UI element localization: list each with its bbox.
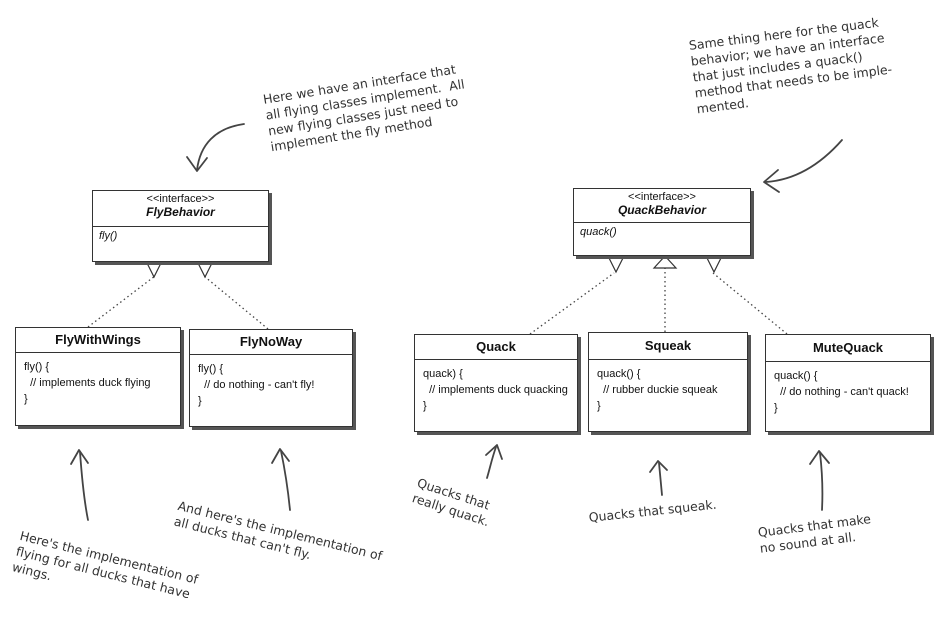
realization-flywithwings	[87, 275, 156, 328]
code-line: // implements duck flying	[24, 377, 151, 389]
arrowhead-icon	[809, 450, 830, 465]
arrowhead-icon	[763, 169, 780, 193]
triangle-arrowhead	[706, 257, 722, 274]
code-line: }	[198, 395, 202, 407]
class-name: Quack	[476, 339, 516, 354]
interface-header: <<interface>> FlyBehavior	[93, 191, 268, 227]
class-header: MuteQuack	[766, 335, 930, 362]
code-line: // rubber duckie squeak	[597, 384, 718, 396]
interface-method: fly()	[99, 230, 118, 242]
code-line: // do nothing - can't fly!	[198, 379, 315, 391]
code-line: quack) {	[423, 368, 463, 380]
curved-arrow-icon	[819, 452, 824, 511]
stereotype-label: <<interface>>	[628, 191, 696, 203]
arrowhead-icon	[271, 448, 290, 464]
class-body: fly() { // do nothing - can't fly! }	[190, 355, 352, 409]
class-flynoway: FlyNoWay fly() { // do nothing - can't f…	[189, 329, 353, 427]
class-header: Quack	[415, 335, 577, 360]
arrowhead-icon	[649, 460, 668, 473]
code-line: }	[24, 393, 28, 405]
class-header: Squeak	[589, 333, 747, 360]
triangle-arrowhead	[197, 262, 213, 279]
class-name: FlyNoWay	[239, 334, 303, 349]
code-line: fly() {	[24, 361, 50, 373]
class-body: fly() { // implements duck flying }	[16, 353, 180, 407]
code-line: quack() {	[597, 368, 641, 380]
class-flywithwings: FlyWithWings fly() { // implements duck …	[15, 327, 181, 426]
class-squeak: Squeak quack() { // rubber duckie squeak…	[588, 332, 748, 432]
code-line: fly() {	[198, 363, 224, 375]
code-line: }	[423, 400, 427, 412]
class-name: Squeak	[644, 338, 692, 353]
class-name: FlyWithWings	[55, 332, 141, 347]
curved-arrow-icon	[658, 462, 663, 496]
arrowhead-icon	[70, 449, 89, 465]
class-body: quack) { // implements duck quacking }	[415, 360, 577, 414]
class-quack: Quack quack) { // implements duck quacki…	[414, 334, 578, 432]
class-body: quack() { // do nothing - can't quack! }	[766, 362, 930, 416]
interface-quackbehavior: <<interface>> QuackBehavior quack()	[573, 188, 751, 256]
realization-flynoway	[203, 275, 269, 330]
interface-header: <<interface>> QuackBehavior	[574, 189, 750, 223]
class-name: MuteQuack	[812, 340, 884, 355]
code-line: }	[774, 402, 778, 414]
code-line: }	[597, 400, 601, 412]
code-line: // implements duck quacking	[423, 384, 568, 396]
realization-mutequack	[712, 272, 788, 335]
interface-flybehavior: <<interface>> FlyBehavior fly()	[92, 190, 269, 262]
class-header: FlyNoWay	[190, 330, 352, 355]
triangle-arrowhead	[608, 257, 624, 274]
code-line: // do nothing - can't quack!	[774, 386, 909, 398]
curved-arrow-icon	[280, 450, 291, 511]
interface-method: quack()	[580, 226, 617, 238]
interface-name: FlyBehavior	[146, 205, 215, 219]
triangle-arrowhead	[652, 255, 678, 269]
class-header: FlyWithWings	[16, 328, 180, 353]
curved-arrow-icon	[486, 446, 497, 479]
arrowhead-icon	[186, 156, 208, 172]
class-body: quack() { // rubber duckie squeak }	[589, 360, 747, 414]
curved-arrow-icon	[196, 123, 245, 171]
stereotype-label: <<interface>>	[146, 193, 215, 205]
code-line: quack() {	[774, 370, 818, 382]
interface-name: QuackBehavior	[617, 203, 707, 217]
arrowhead-icon	[485, 444, 503, 460]
curved-arrow-icon	[765, 139, 843, 183]
triangle-arrowhead	[146, 262, 162, 279]
curved-arrow-icon	[79, 451, 89, 521]
class-mutequack: MuteQuack quack() { // do nothing - can'…	[765, 334, 931, 432]
realization-quack	[529, 272, 615, 335]
